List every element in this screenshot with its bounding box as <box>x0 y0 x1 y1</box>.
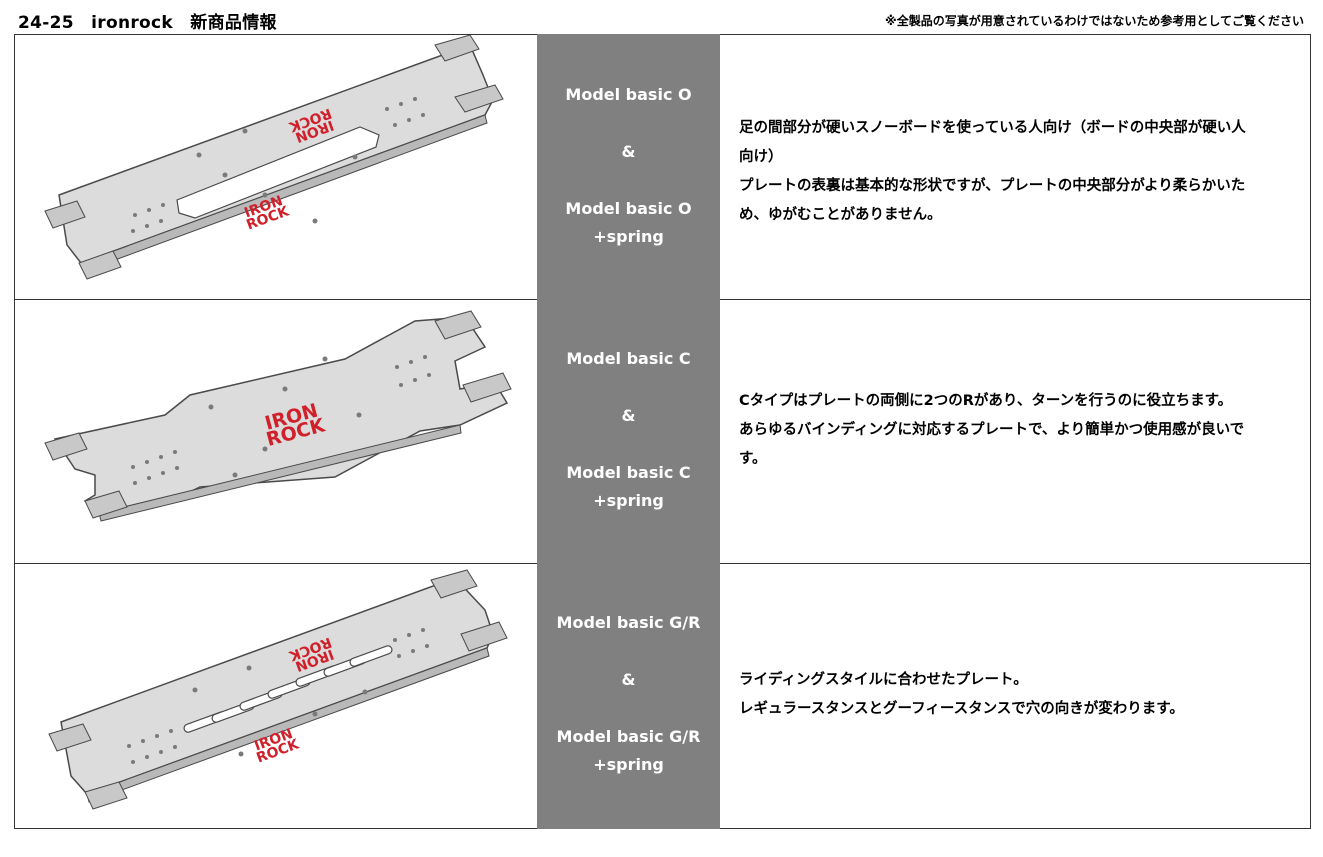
product-row-basic-c: IRON ROCK Model basic C & Model basic C … <box>14 299 1311 564</box>
description-line: め、ゆがむことがありません。 <box>739 207 942 223</box>
model-suffix: +spring <box>593 755 664 774</box>
model-name-cell: Model basic O & Model basic O +spring <box>537 34 720 299</box>
description-line: プレートの表裏は基本的な形状ですが、プレートの中央部分がより柔らかいた <box>739 178 1246 194</box>
model-ampersand: & <box>621 406 636 425</box>
model-name-cell: Model basic G/R & Model basic G/R +sprin… <box>537 564 720 829</box>
plate-basic-o-image: IRON ROCK IRON ROCK <box>44 35 504 280</box>
model-name-secondary: Model basic C <box>566 463 691 482</box>
description-line: ライディングスタイルに合わせたプレート。 <box>739 672 1028 688</box>
product-description: ライディングスタイルに合わせたプレート。 レギュラースタンスとグーフィースタンス… <box>739 666 1301 724</box>
description-cell: Cタイプはプレートの両側に2つのRがあり、ターンを行うのに役立ちます。 あらゆる… <box>720 299 1311 564</box>
description-line: 向け） <box>739 149 783 165</box>
page-title: 24-25 ironrock 新商品情報 <box>18 13 277 33</box>
product-description: Cタイプはプレートの両側に2つのRがあり、ターンを行うのに役立ちます。 あらゆる… <box>739 387 1301 474</box>
description-cell: ライディングスタイルに合わせたプレート。 レギュラースタンスとグーフィースタンス… <box>720 564 1311 829</box>
model-name-primary: Model basic G/R <box>556 613 701 632</box>
description-line: Cタイプはプレートの両側に2つのRがあり、ターンを行うのに役立ちます。 <box>739 393 1233 409</box>
model-suffix: +spring <box>593 491 664 510</box>
product-table: IRON ROCK IRON ROCK Model basic O & Mode… <box>14 34 1311 829</box>
description-line: レギュラースタンスとグーフィースタンスで穴の向きが変わります。 <box>739 701 1184 717</box>
model-ampersand: & <box>621 142 636 161</box>
model-name-secondary: Model basic O <box>565 199 692 218</box>
description-line: あらゆるバインディングに対応するプレートで、より簡単かつ使用感が良いで <box>739 422 1245 438</box>
description-cell: 足の間部分が硬いスノーボードを使っている人向け（ボードの中央部が硬い人 向け） … <box>720 34 1311 300</box>
description-line: す。 <box>739 451 767 467</box>
product-image-cell: IRON ROCK IRON ROCK <box>14 34 537 300</box>
model-suffix: +spring <box>593 227 664 246</box>
product-description: 足の間部分が硬いスノーボードを使っている人向け（ボードの中央部が硬い人 向け） … <box>739 114 1301 230</box>
description-line: 足の間部分が硬いスノーボードを使っている人向け（ボードの中央部が硬い人 <box>739 120 1246 136</box>
product-image-cell: IRON ROCK IRON ROCK <box>14 564 537 829</box>
plate-basic-c-image: IRON ROCK <box>44 310 512 522</box>
model-name-primary: Model basic O <box>565 85 692 104</box>
product-row-basic-o: IRON ROCK IRON ROCK Model basic O & Mode… <box>14 34 1311 300</box>
product-image-cell: IRON ROCK <box>14 299 537 564</box>
product-row-basic-gr: IRON ROCK IRON ROCK Model basic G/R & Mo… <box>14 564 1311 829</box>
photo-notice: ※全製品の写真が用意されているわけではないため参考用としてご覧ください <box>885 14 1304 28</box>
model-name-cell: Model basic C & Model basic C +spring <box>537 299 720 564</box>
model-name-secondary: Model basic G/R <box>556 727 701 746</box>
model-name-primary: Model basic C <box>566 349 691 368</box>
model-ampersand: & <box>621 670 636 689</box>
plate-basic-gr-image: IRON ROCK IRON ROCK <box>48 569 508 810</box>
